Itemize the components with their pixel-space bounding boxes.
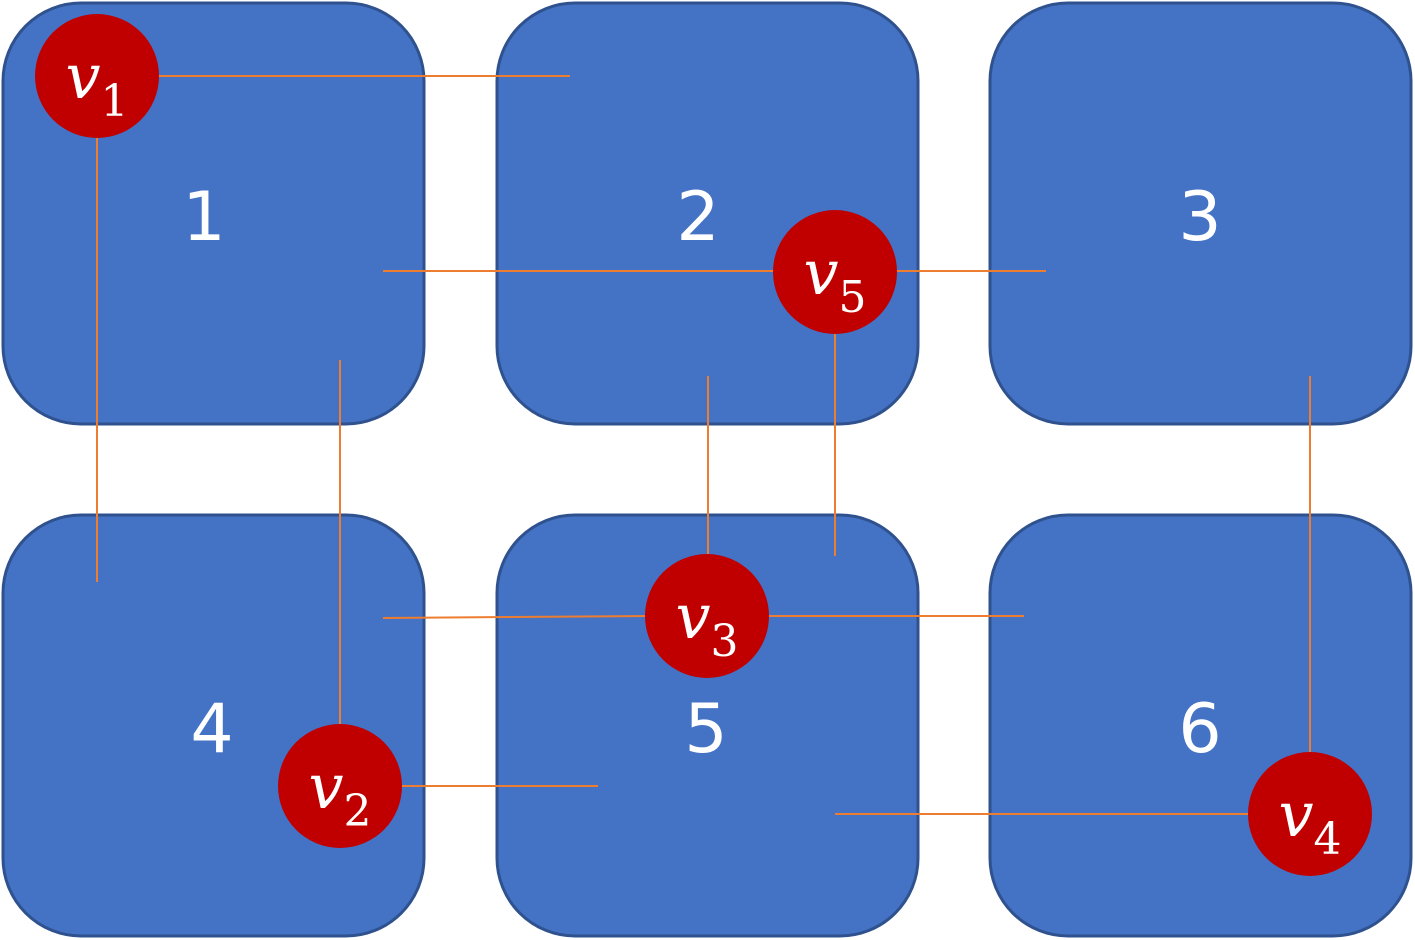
node-v2-label: v2 [308,750,371,837]
node-v4-sub: 4 [1314,814,1342,865]
node-v1-label: v1 [65,40,128,127]
node-v5-sub: 5 [839,272,867,323]
node-v1-circle [35,14,159,138]
cell-2-label: 2 [676,178,719,257]
node-v4: v4 [1248,752,1372,876]
node-v3: v3 [645,554,769,678]
cell-3 [988,1,1413,426]
node-v1-var: v [65,40,100,113]
node-v2-var: v [308,750,343,823]
node-v3-sub: 3 [711,616,739,667]
edge-v3-cell-4 [382,615,648,619]
node-v4-label: v4 [1278,778,1341,865]
edges [96,75,1311,815]
node-v2-circle [278,724,402,848]
node-v2-sub: 2 [344,786,372,837]
node-v4-var: v [1278,778,1313,851]
node-v1-sub: 1 [101,76,129,127]
cell-6-label: 6 [1178,690,1221,769]
node-v3-label: v3 [675,580,738,667]
cell-3-label: 3 [1178,178,1221,257]
node-v5-circle [773,210,897,334]
node-v3-var: v [675,580,710,653]
node-v5: v5 [773,210,897,334]
node-v2: v2 [278,724,402,848]
cell-5-label: 5 [684,690,727,769]
cell-labels: 1 2 3 4 5 6 [182,178,1221,769]
node-v1: v1 [35,14,159,138]
node-v3-circle [645,554,769,678]
node-v4-circle [1248,752,1372,876]
cell-1-label: 1 [182,178,225,257]
node-v5-var: v [803,236,838,309]
cell-4-label: 4 [190,690,233,769]
node-v5-label: v5 [803,236,866,323]
